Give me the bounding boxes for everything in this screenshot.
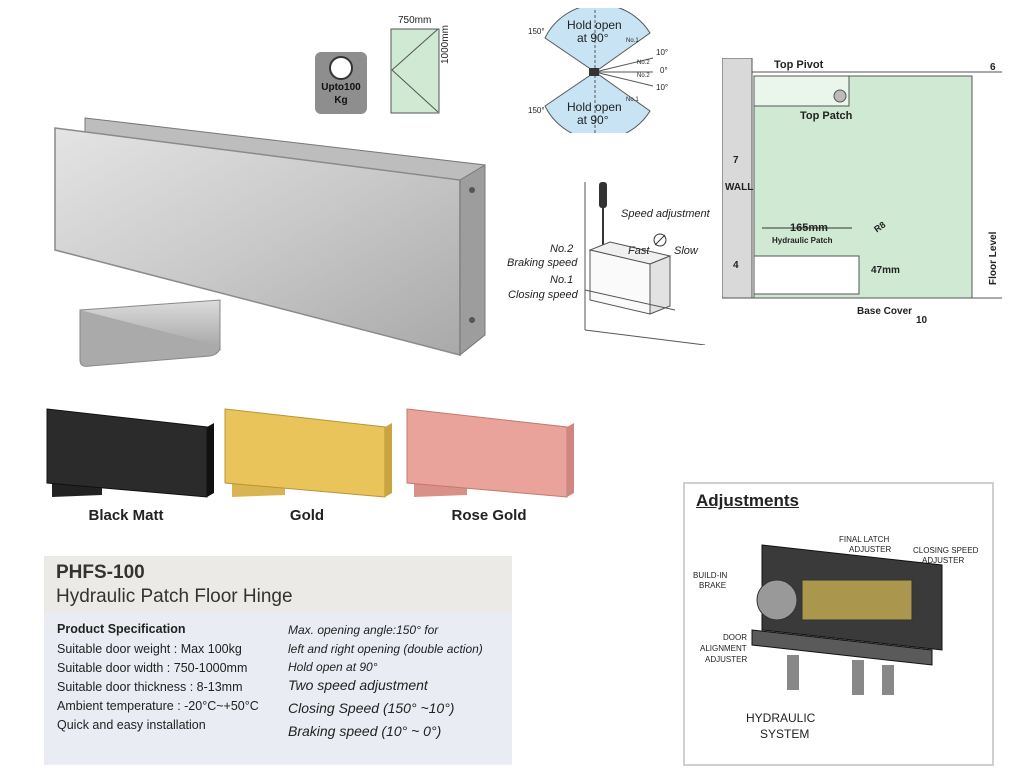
badge-line2: Kg [334, 95, 348, 106]
no1-top: No.1 [626, 38, 639, 44]
hydraulic-label: HYDRAULIC [746, 711, 816, 725]
no2-label: No.2 [550, 243, 574, 255]
speed-adjustment-label: Speed adjustment [621, 208, 710, 220]
installation-diagram [722, 58, 1002, 299]
dim-165-label: 165mm [790, 222, 828, 234]
feature-line: Two speed adjustment [288, 677, 428, 693]
dim-6-label: 6 [990, 62, 996, 73]
feature-line: left and right opening (double action) [288, 642, 483, 656]
hydraulic-patch-label: Hydraulic Patch [772, 236, 833, 245]
dim-10-label: 10 [916, 315, 928, 326]
dim-4-label: 4 [733, 260, 739, 271]
top-patch-label: Top Patch [800, 110, 853, 122]
screw-icon [469, 317, 475, 323]
alignment-label: ALIGNMENT [700, 644, 747, 653]
speed-adjustment-diagram [584, 182, 706, 345]
no1-label: No.1 [550, 274, 574, 286]
door-width-label: 750mm [398, 15, 432, 26]
main-product-image [54, 117, 486, 367]
opening-bottom-label-2: at 90° [577, 113, 609, 127]
door-label: DOOR [723, 633, 747, 642]
system-label: SYSTEM [760, 727, 810, 741]
final-latch-label-2: ADJUSTER [849, 545, 892, 554]
angle-150-top: 150° [528, 27, 545, 36]
closing-speed-adjuster-label-2: ADJUSTER [922, 556, 965, 565]
braking-speed-label: Braking speed [507, 257, 578, 269]
feature-line: Max. opening angle:150° for [288, 623, 439, 637]
finish-rose-gold-image [406, 408, 574, 498]
weight-badge: Upto100 Kg [315, 52, 367, 114]
angle-10-top: 10° [656, 48, 669, 57]
opening-top-label-1: Hold open [567, 18, 622, 32]
opening-angle-diagram [544, 8, 654, 133]
opening-top-label-2: at 90° [577, 31, 609, 45]
angle-10-bottom: 10° [656, 83, 669, 92]
closing-speed-label: Closing speed [508, 289, 578, 301]
base-cover-label: Base Cover [857, 306, 913, 317]
opening-bottom-label-1: Hold open [567, 100, 622, 114]
closing-speed-adjuster-label: CLOSING SPEED [913, 546, 979, 555]
screw-icon [469, 187, 475, 193]
product-name: Hydraulic Patch Floor Hinge [56, 586, 293, 607]
spec-line: Suitable door width : 750-1000mm [57, 661, 248, 675]
gauge-icon [329, 56, 353, 80]
angle-0: 0° [660, 66, 668, 75]
finish-label-black: Black Matt [88, 507, 164, 524]
top-pivot-label: Top Pivot [774, 59, 824, 71]
badge-line1: Upto100 [321, 82, 361, 93]
spec-line: Ambient temperature : -20°C~+50°C [57, 699, 259, 713]
dim-47-label: 47mm [871, 265, 900, 276]
door-diagram [390, 28, 440, 114]
hinge-cutaway-image [751, 544, 943, 695]
no1-bottom: No.1 [626, 97, 639, 103]
finish-black-image [46, 408, 214, 498]
angle-150-bottom: 150° [528, 106, 545, 115]
spec-title: Product Specification [57, 622, 186, 636]
adjustments-title: Adjustments [696, 491, 799, 510]
no2-bottom: No.2 [637, 73, 650, 79]
spec-header [44, 556, 512, 612]
feature-line: Hold open at 90° [288, 660, 378, 674]
finish-label-rose-gold: Rose Gold [451, 507, 527, 524]
brake-label: BRAKE [699, 581, 727, 590]
dim-7-label: 7 [733, 155, 739, 166]
feature-line: Braking speed (10° ~ 0°) [288, 723, 442, 739]
spec-line: Quick and easy installation [57, 718, 206, 732]
spec-line: Suitable door thickness : 8-13mm [57, 680, 243, 694]
build-in-label: BUILD-IN [693, 571, 728, 580]
adjuster-label: ADJUSTER [705, 655, 748, 664]
finish-gold-image [224, 408, 392, 498]
final-latch-label: FINAL LATCH [839, 535, 890, 544]
slow-label: Slow [674, 245, 698, 257]
spec-line: Suitable door weight : Max 100kg [57, 642, 242, 656]
door-height-label: 1000mm [440, 25, 451, 64]
finish-label-gold: Gold [289, 507, 325, 524]
fast-label: Fast [628, 245, 650, 257]
feature-line: Closing Speed (150° ~10°) [288, 700, 455, 716]
no2-top: No.2 [637, 60, 650, 66]
wall-label: WALL [725, 182, 754, 193]
model-number: PHFS-100 [56, 562, 145, 583]
floor-level-label: Floor Level [988, 231, 999, 285]
